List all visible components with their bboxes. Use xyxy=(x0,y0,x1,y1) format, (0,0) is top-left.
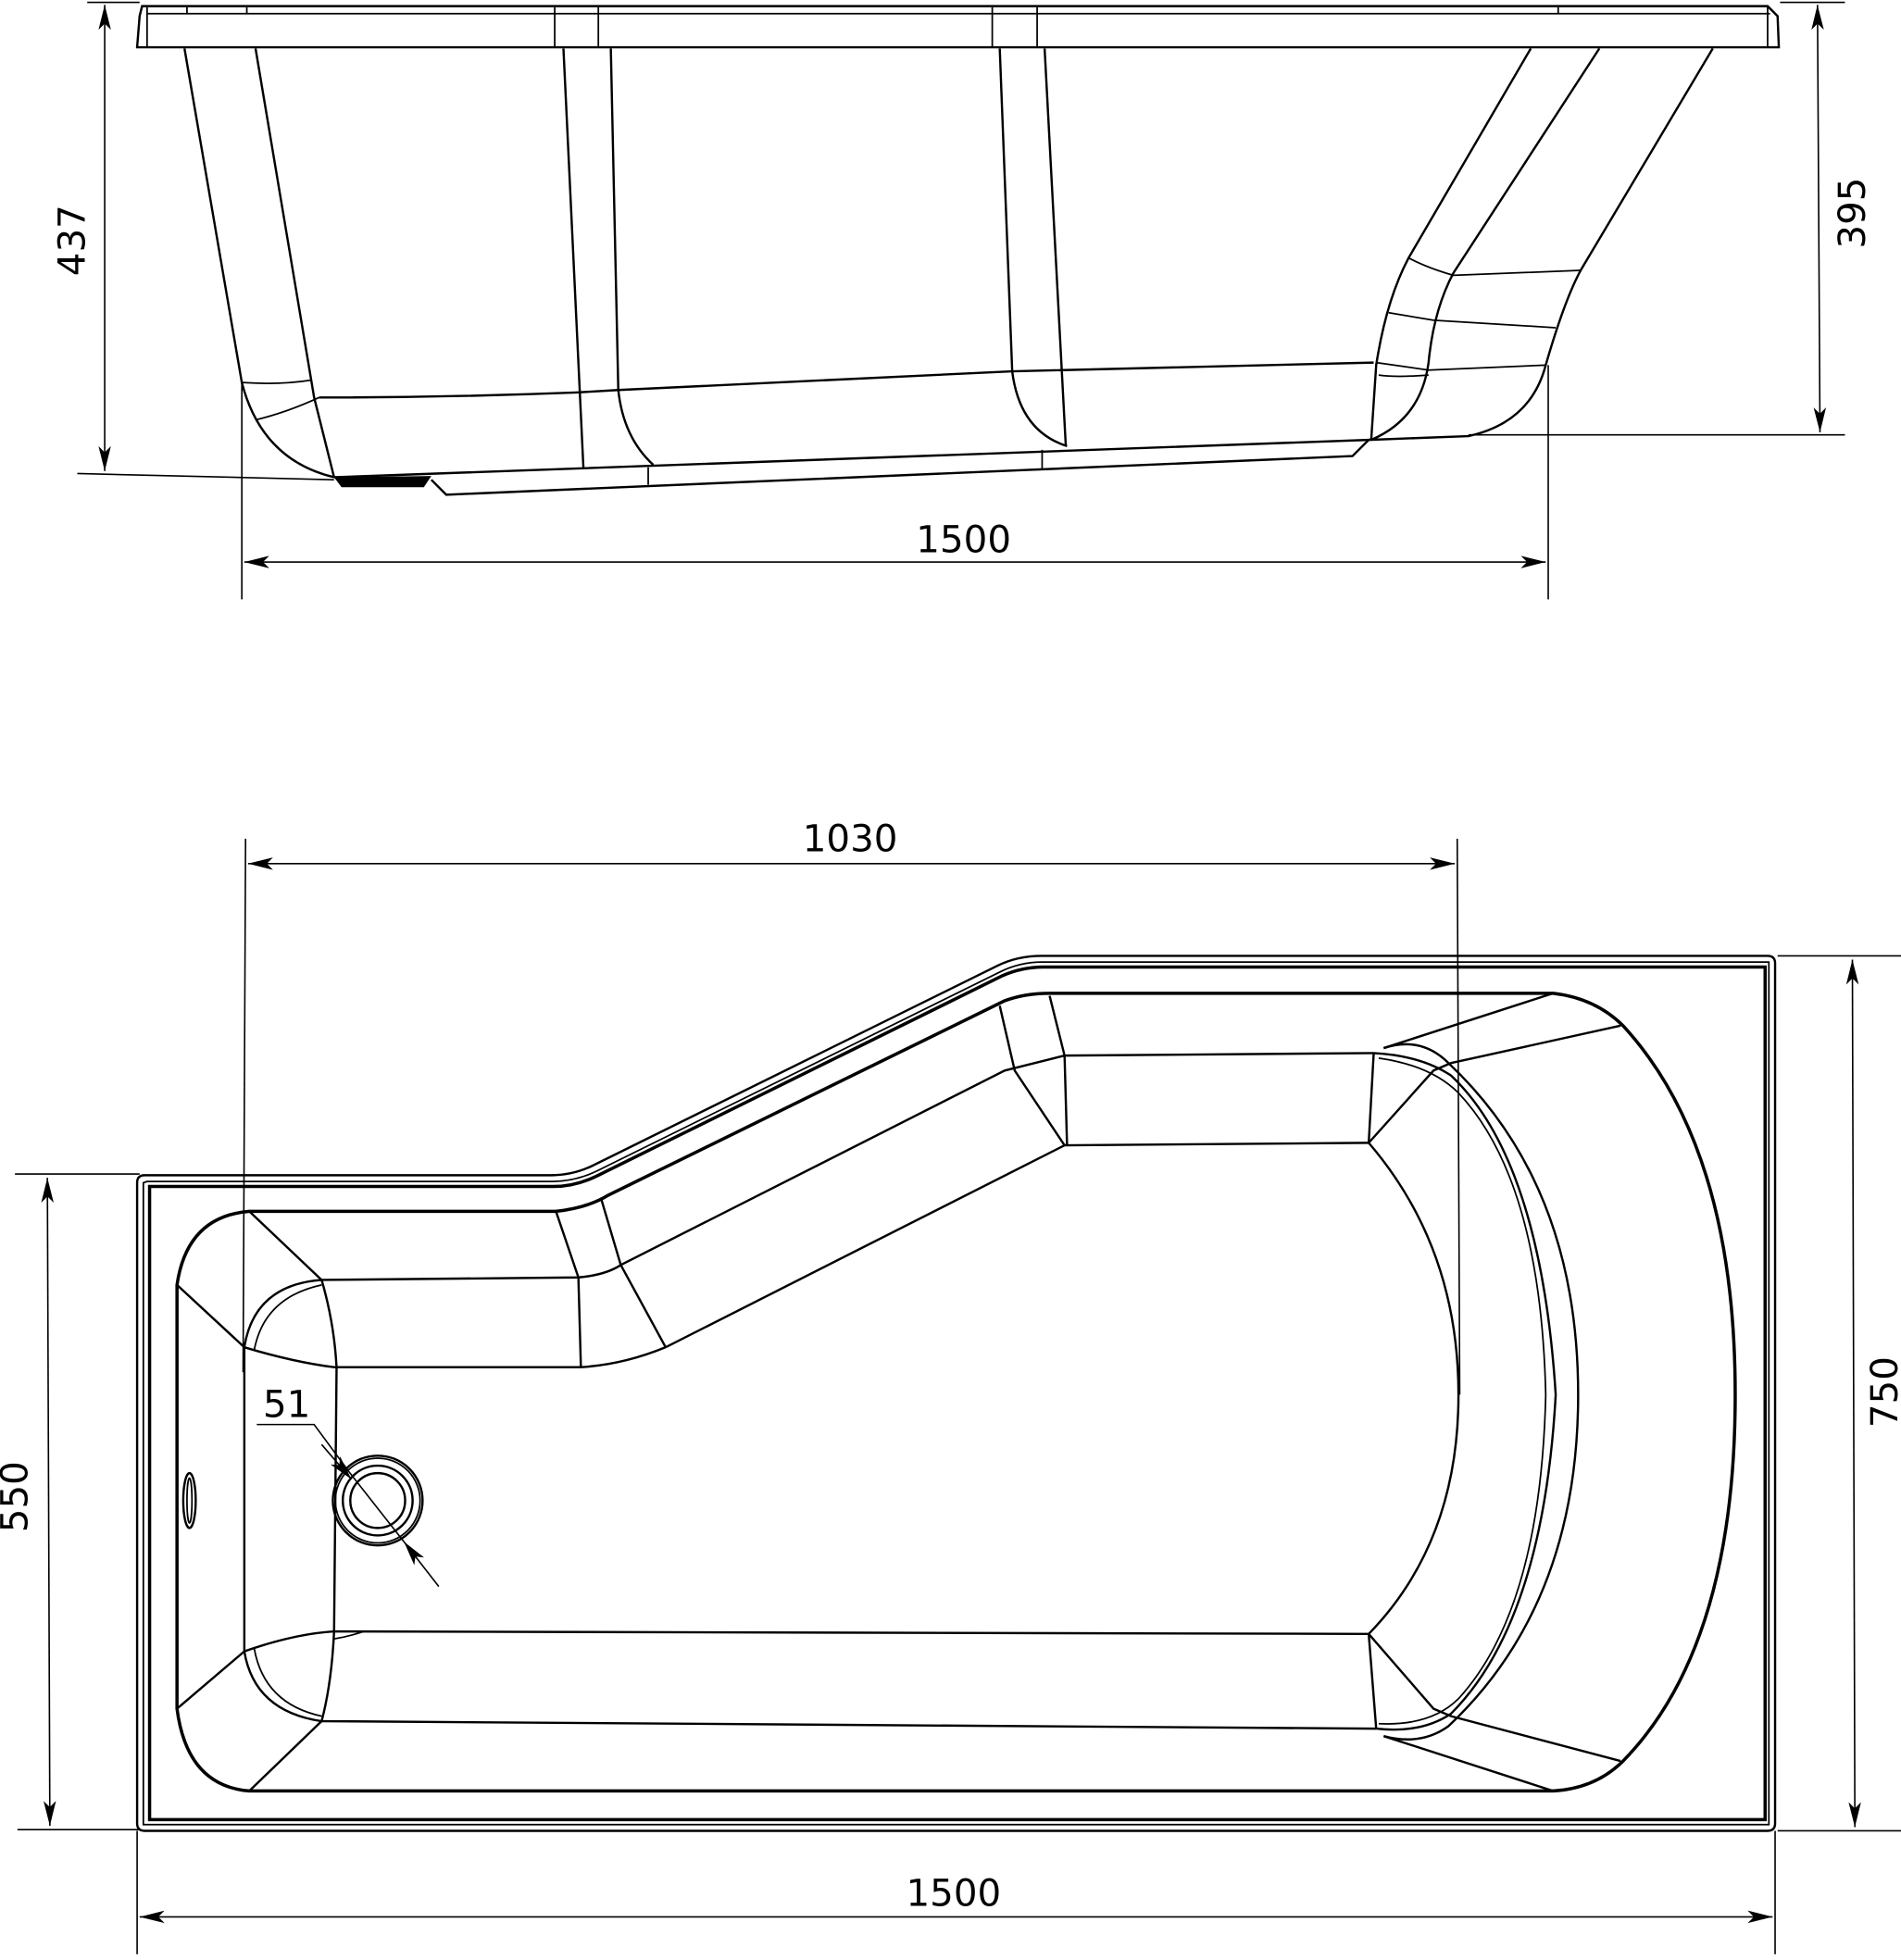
top-basin xyxy=(175,992,1737,1793)
dim-1500-side-label: 1500 xyxy=(916,518,1011,561)
side-dim-395: 395 xyxy=(1468,1,1874,436)
dim-395-label: 395 xyxy=(1831,178,1874,249)
side-ribs xyxy=(562,48,1068,468)
dim-550-label: 550 xyxy=(0,1461,37,1532)
top-dim-1030: 1030 xyxy=(242,817,1461,1395)
side-view: 437 395 1500 xyxy=(51,1,1874,600)
side-dim-437: 437 xyxy=(51,1,334,481)
drain xyxy=(331,1454,424,1547)
top-dim-51: 51 xyxy=(256,1383,440,1588)
side-right-wall xyxy=(1369,47,1714,442)
top-dim-1500: 1500 xyxy=(136,1830,1776,1954)
top-dim-550: 550 xyxy=(0,1173,140,1830)
side-left-wall xyxy=(183,48,1374,479)
top-view: 51 1030 550 750 1500 xyxy=(0,817,1901,1954)
side-rim xyxy=(135,5,1781,49)
dim-750-label: 750 xyxy=(1863,1356,1901,1428)
dim-1500-top-label: 1500 xyxy=(906,1871,1001,1915)
top-dim-750: 750 xyxy=(1777,955,1901,1832)
dim-1030-label: 1030 xyxy=(803,817,898,860)
side-dim-1500: 1500 xyxy=(241,365,1549,600)
side-bottom xyxy=(333,365,1547,496)
dim-51-label: 51 xyxy=(263,1383,310,1427)
overflow-hole xyxy=(181,1471,197,1529)
top-rim xyxy=(135,955,1777,1832)
dim-437-label: 437 xyxy=(51,205,94,276)
